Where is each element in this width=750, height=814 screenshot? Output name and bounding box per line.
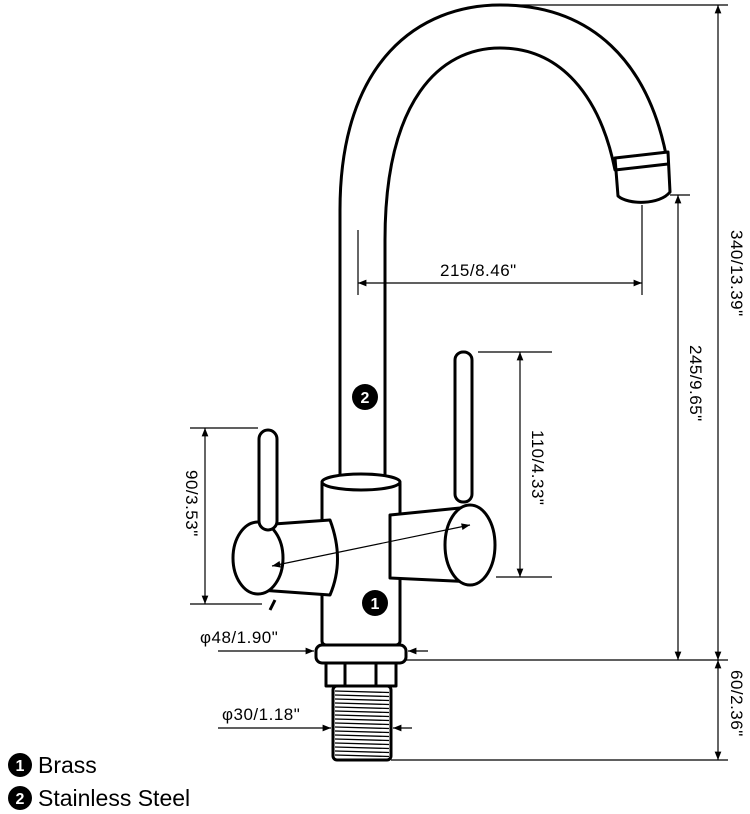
thread-line xyxy=(334,694,390,698)
right-lever xyxy=(453,350,474,504)
svg-text:Stainless Steel: Stainless Steel xyxy=(38,785,190,811)
thread-line xyxy=(334,706,390,710)
svg-text:Brass: Brass xyxy=(38,752,97,778)
thread-line xyxy=(334,742,390,746)
legend-stainless-steel: 2 Stainless Steel xyxy=(8,785,190,811)
thread-line xyxy=(334,746,390,750)
spout-aerator xyxy=(613,150,672,204)
thread-line xyxy=(334,754,390,758)
svg-text:2: 2 xyxy=(361,390,370,407)
thread-line xyxy=(334,738,390,742)
left-handle-cap xyxy=(231,520,285,596)
thread-line xyxy=(334,730,390,734)
spout-height-label: 245/9.65" xyxy=(686,345,705,422)
thread-line xyxy=(334,714,390,718)
spout-reach-label: 215/8.46" xyxy=(440,261,517,280)
spout xyxy=(338,3,672,492)
left-lever-height-label: 90/3.53" xyxy=(182,470,201,537)
legend-brass: 1 Brass xyxy=(8,752,97,778)
callout-1: 1 xyxy=(362,590,388,616)
thread-line xyxy=(334,702,390,706)
thread-line xyxy=(334,750,390,754)
thread-line xyxy=(334,722,390,726)
total-height-label: 340/13.39" xyxy=(727,230,746,317)
svg-text:1: 1 xyxy=(16,758,25,775)
svg-text:1: 1 xyxy=(371,596,380,613)
base-height-label: 60/2.36" xyxy=(727,670,746,737)
dimension-lines xyxy=(190,4,728,761)
mounting-base xyxy=(314,643,408,762)
thread-line xyxy=(334,710,390,714)
callout-2: 2 xyxy=(352,384,378,410)
right-handle-cap xyxy=(443,503,497,587)
thread-diameter-label: φ30/1.18" xyxy=(222,705,300,724)
thread-line xyxy=(334,690,390,694)
thread-line xyxy=(334,726,390,730)
thread-line xyxy=(334,718,390,722)
svg-text:2: 2 xyxy=(16,791,25,808)
right-lever-height-label: 110/4.33" xyxy=(528,430,547,505)
thread-line xyxy=(334,734,390,738)
left-lever xyxy=(257,428,279,532)
thread-line xyxy=(334,698,390,702)
base-diameter-label: φ48/1.90" xyxy=(200,628,278,647)
